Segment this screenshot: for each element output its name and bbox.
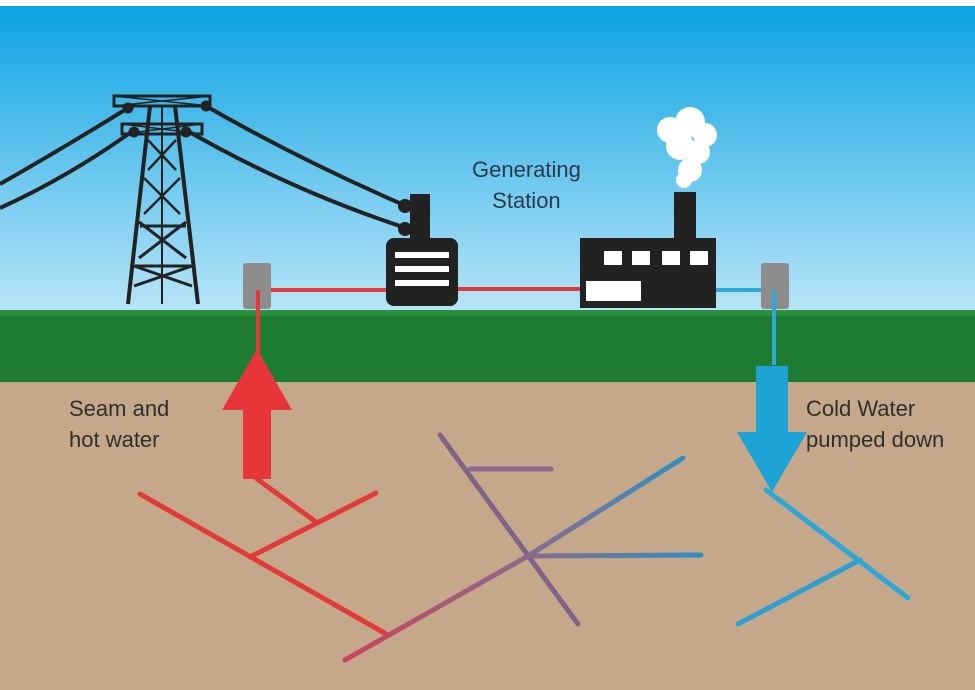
hot-water-label: Seam and hot water	[69, 396, 170, 452]
fracture-network	[137, 432, 911, 663]
power-plant-icon	[580, 192, 716, 308]
transformer-icon	[386, 194, 458, 306]
cold-arrow-down-icon	[737, 366, 807, 492]
cold-water-label: Cold Water pumped down	[806, 396, 945, 452]
soil	[0, 382, 975, 690]
hot-arrow-up-icon	[222, 349, 292, 479]
well-head-icon	[243, 263, 271, 309]
well-head-icon	[761, 263, 789, 309]
steam-cloud-icon	[657, 107, 717, 188]
grass-strip	[0, 310, 975, 382]
grass-highlight	[0, 310, 975, 316]
transmission-tower-icon	[0, 94, 407, 305]
generating-station-label: Generating Station	[472, 157, 581, 213]
